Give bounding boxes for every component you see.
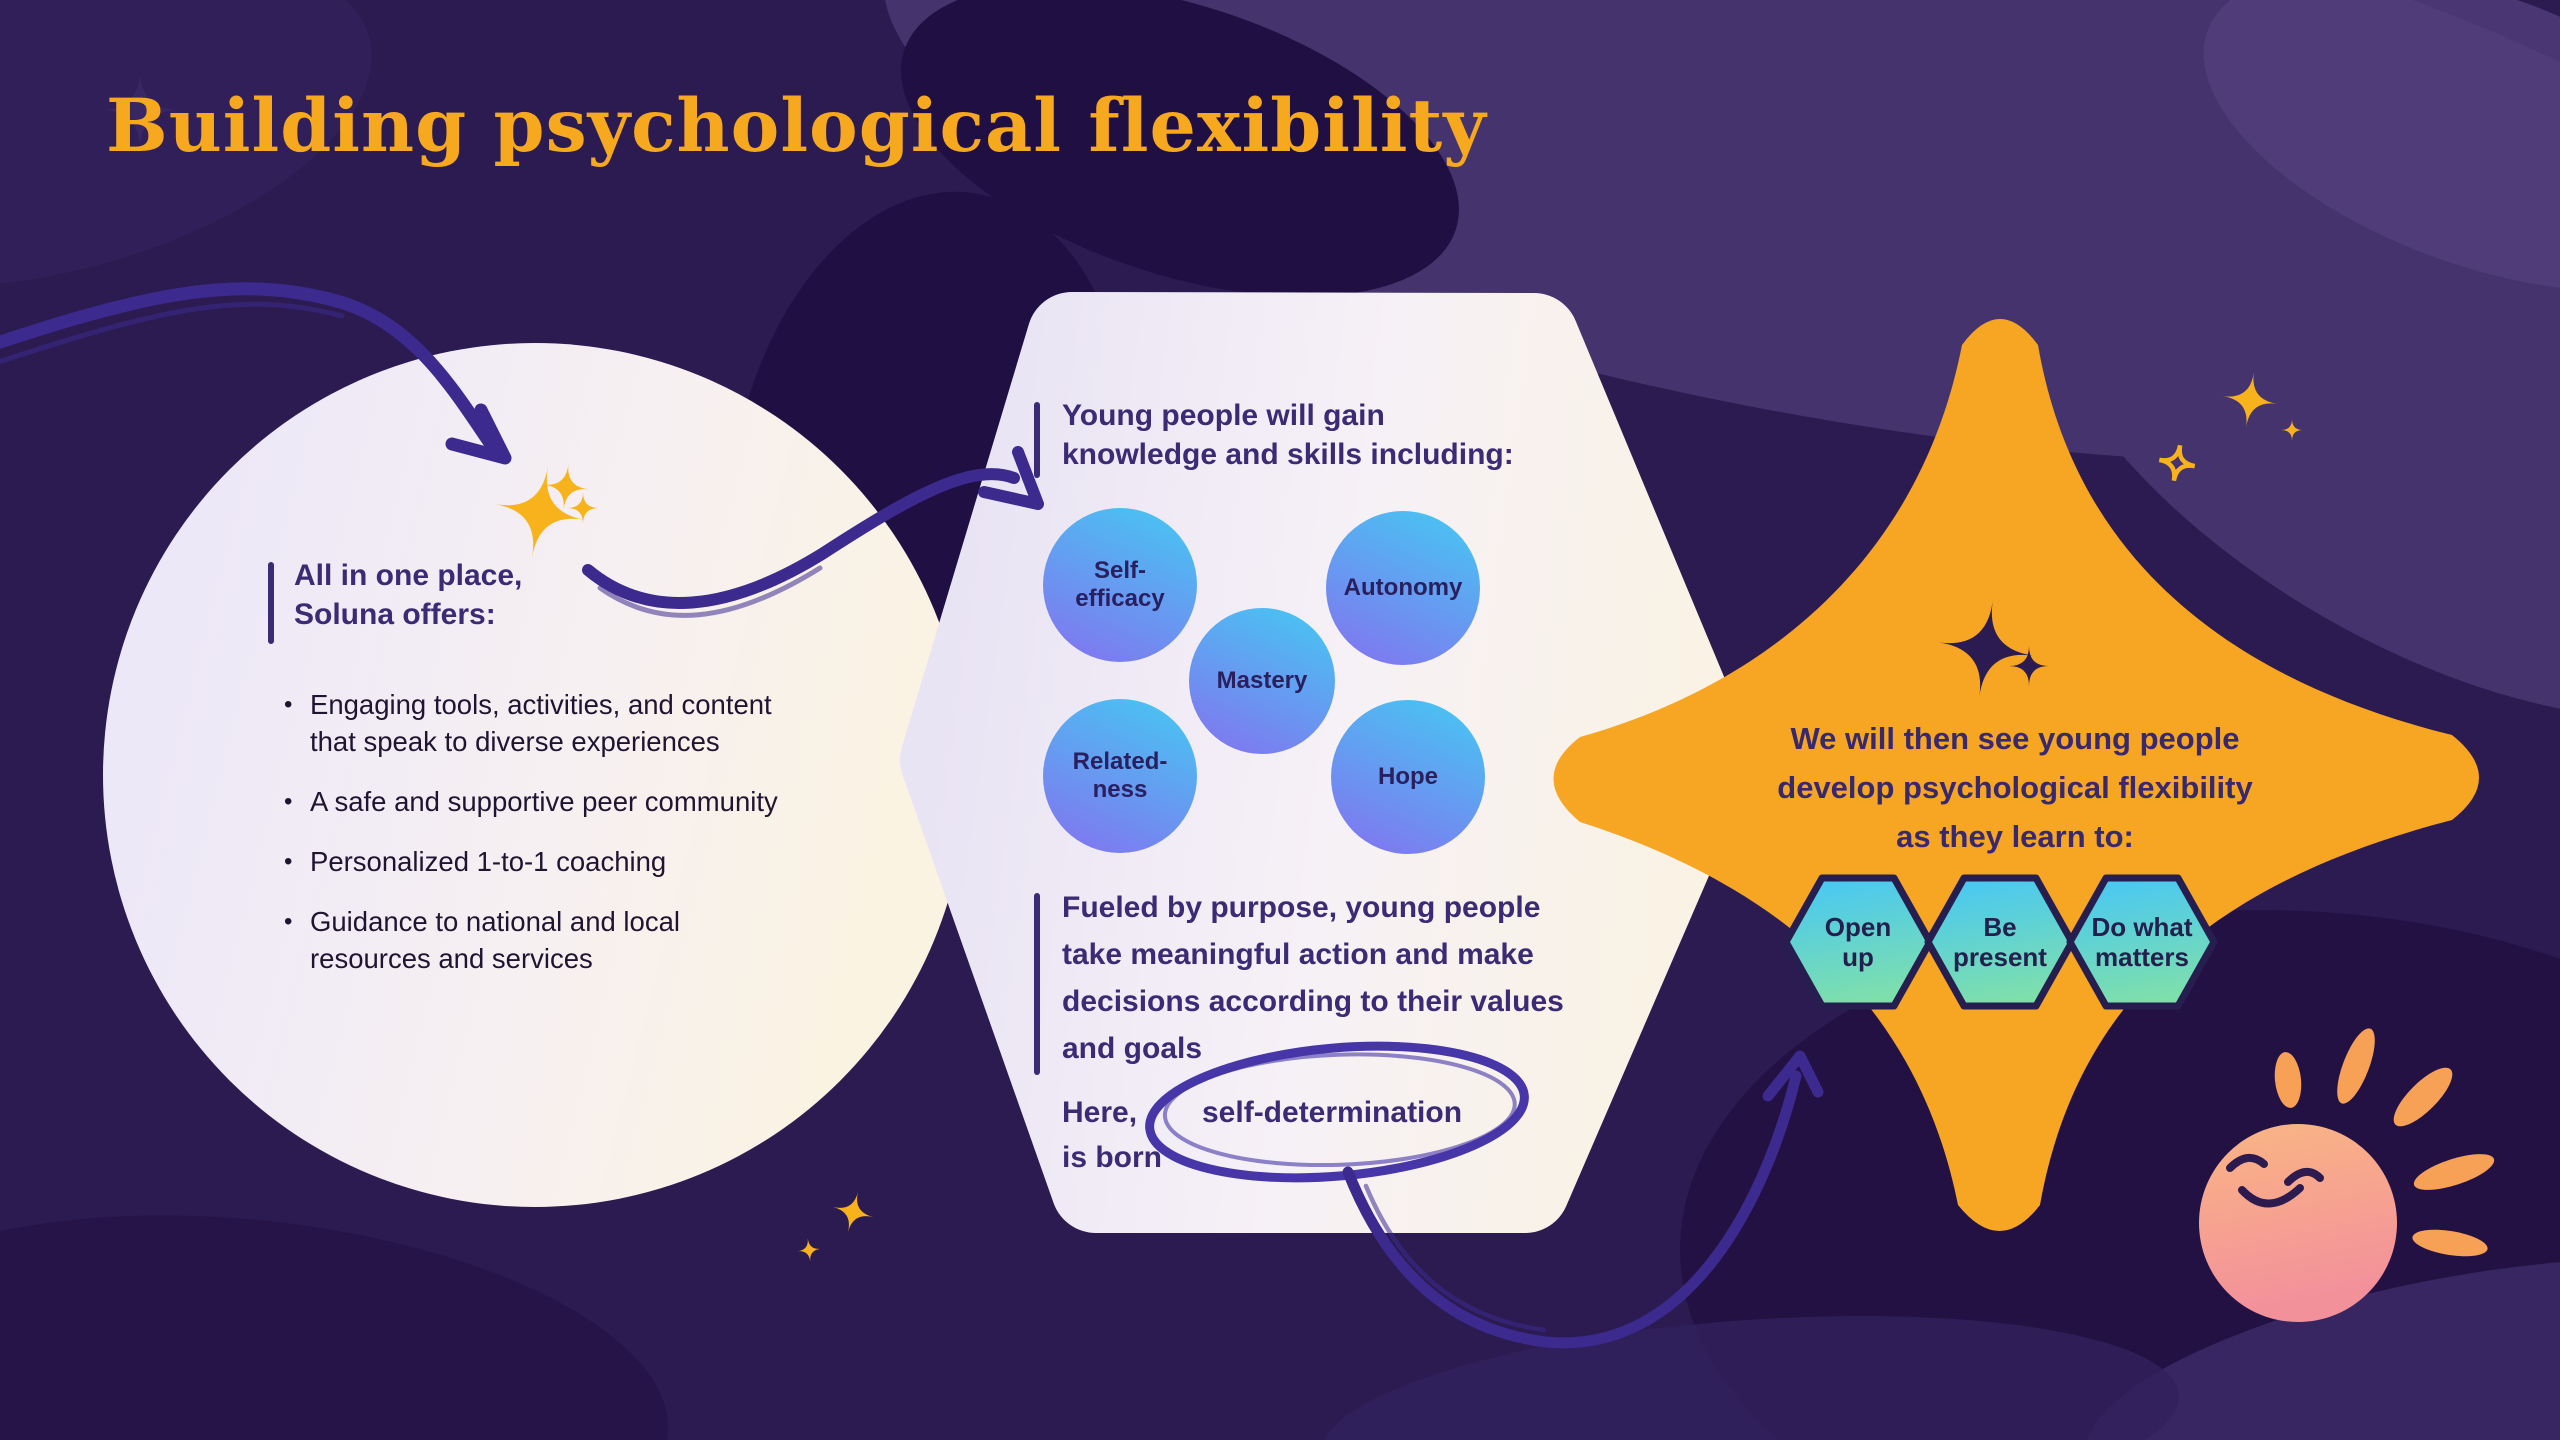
skill-label: Hope: [1378, 763, 1438, 790]
sparkle-icon: [2158, 372, 2303, 482]
star-heading: We will then see young people develop ps…: [1777, 721, 2253, 854]
bullet-dot: •: [284, 908, 293, 935]
list-item: •Personalized 1-to-1 coaching: [284, 843, 884, 880]
skill-circle-mastery: Mastery: [1189, 608, 1335, 754]
pillar-label-open-up: Open up: [1824, 912, 1892, 972]
skill-label: Related- ness: [1072, 748, 1168, 803]
skill-circle-relatedness: Related- ness: [1043, 699, 1197, 853]
skill-label: Self- efficacy: [1075, 557, 1165, 612]
hexagon-paragraph: Fueled by purpose, young people take mea…: [1062, 891, 1564, 1065]
callout-prefix: Here,: [1062, 1096, 1138, 1129]
brush-arrow-icon: [582, 446, 1044, 618]
skill-circle-self-efficacy: Self- efficacy: [1043, 508, 1197, 662]
skill-circle-autonomy: Autonomy: [1326, 511, 1480, 665]
skill-label: Mastery: [1216, 667, 1308, 694]
accent-bar: [1034, 402, 1040, 478]
list-item: •A safe and supportive peer community: [284, 783, 884, 820]
pillar-label-be-present: Be present: [1953, 912, 2047, 972]
bullet-dot: •: [284, 788, 293, 815]
callout-highlight: self-determination: [1202, 1096, 1463, 1129]
diamond-outline-sparkle-icon: [2158, 444, 2196, 482]
pillar-label-do-what-matters: Do what matters: [2091, 912, 2193, 972]
hexagon-heading: Young people will gain knowledge and ski…: [1062, 399, 1514, 471]
list-item: •Guidance to national and local resource…: [284, 903, 884, 977]
accent-bar: [1034, 893, 1040, 1075]
bullet-dot: •: [284, 848, 293, 875]
skill-label: Autonomy: [1343, 574, 1463, 601]
left-circle-heading: All in one place, Soluna offers:: [294, 559, 523, 631]
bullet-dot: •: [284, 691, 293, 718]
brush-arrow-icon: [0, 282, 512, 465]
smiling-sun-icon: [2199, 1028, 2495, 1322]
sparkle-icon: [797, 1191, 874, 1262]
list-item: •Engaging tools, activities, and content…: [284, 686, 884, 760]
accent-bar: [268, 562, 274, 644]
page-title: Building psychological flexibility: [106, 83, 1487, 169]
skill-circle-hope: Hope: [1331, 700, 1485, 854]
callout-suffix: is born: [1062, 1141, 1163, 1174]
sparkle-icon: [494, 464, 599, 558]
sparkle-icon: [1938, 601, 2049, 697]
left-circle-bullet-list: •Engaging tools, activities, and content…: [284, 686, 884, 1000]
